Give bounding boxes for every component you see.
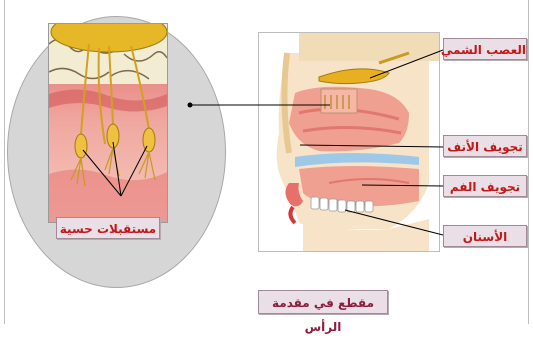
leader-magnify-dot <box>188 103 193 108</box>
label-nasal-cavity: تجويف الأنف <box>443 135 527 157</box>
leader-oral-cavity <box>362 185 443 186</box>
leader-olfactory-nerve <box>370 50 443 78</box>
label-sensory-receptors: مستقبلات حسية <box>56 217 160 239</box>
label-olfactory-nerve: العصب الشمي <box>443 38 527 60</box>
leader-nasal-cavity <box>300 145 443 147</box>
diagram-caption: مقطع في مقدمة الرأس <box>258 290 388 314</box>
leader-teeth <box>345 210 443 235</box>
label-oral-cavity: تجويف الفم <box>443 175 527 197</box>
label-teeth: الأسنان <box>443 225 527 247</box>
